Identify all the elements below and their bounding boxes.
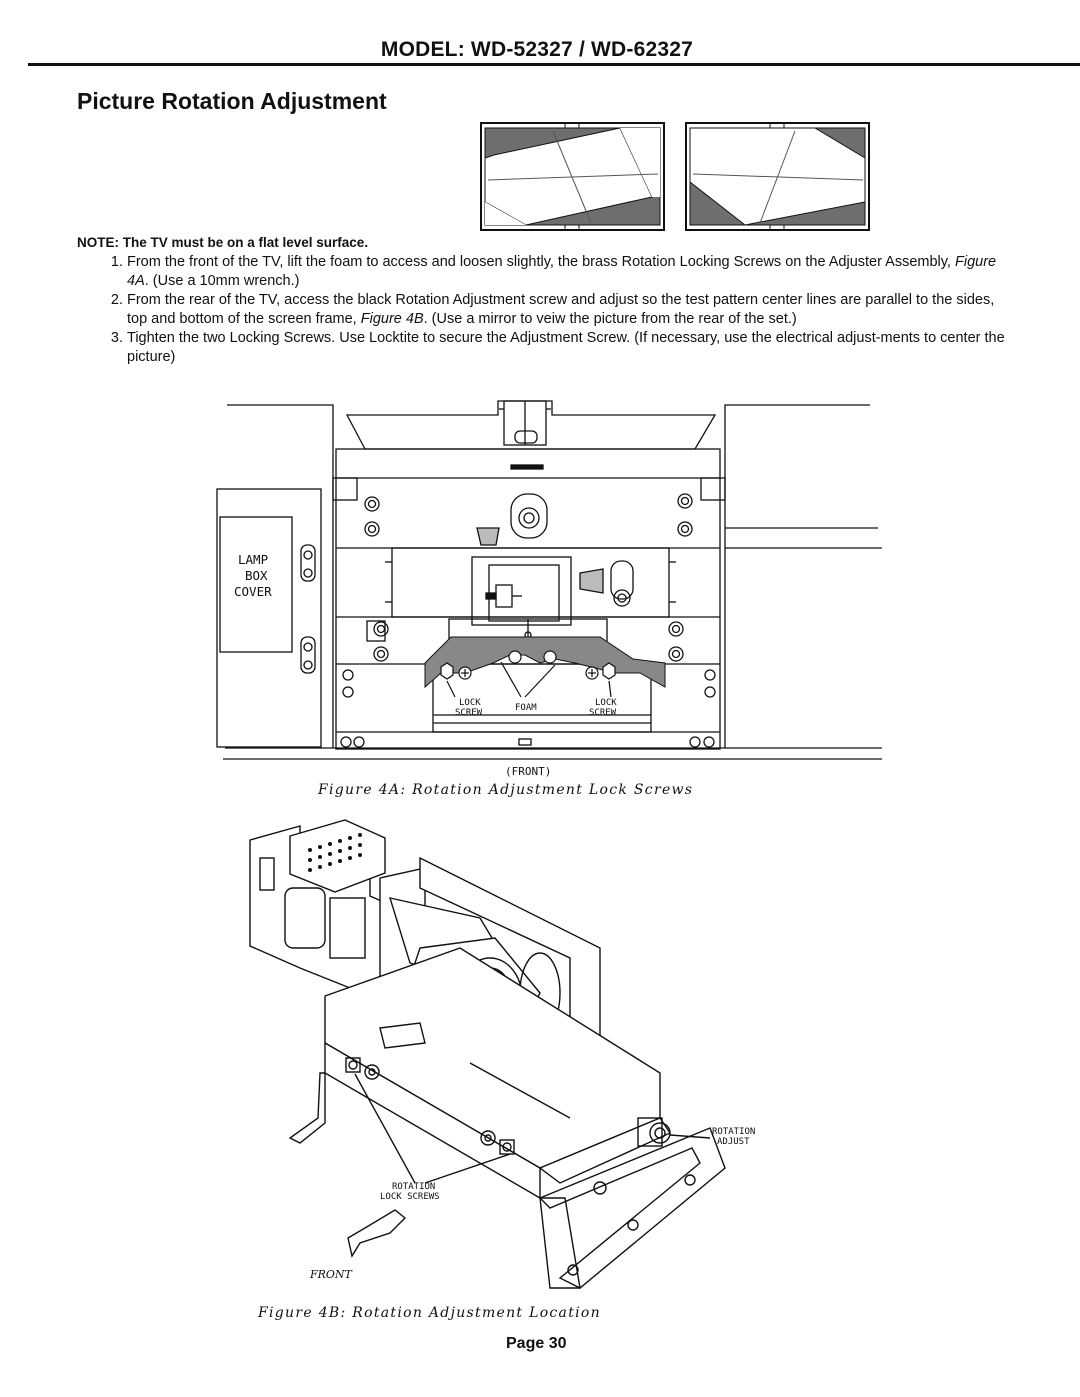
lock-screw-label-left: LOCK — [459, 698, 481, 708]
tilted-picture-left — [480, 122, 665, 231]
tilted-picture-illustration — [480, 122, 870, 231]
rotation-adjust-label-2: ADJUST — [717, 1137, 750, 1147]
front-label-4b: FRONT — [309, 1268, 354, 1281]
rotation-lock-label-1: ROTATION — [392, 1182, 435, 1192]
lock-screw-label-right-2: SCREW — [589, 708, 617, 718]
lamp-box-cover-label-2: BOX — [245, 568, 268, 583]
tilted-picture-right — [685, 122, 870, 231]
page-number: Page 30 — [506, 1335, 567, 1352]
rotation-lock-label-2: LOCK SCREWS — [380, 1192, 440, 1202]
lock-screw-label-left-2: SCREW — [455, 708, 483, 718]
foam-block — [424, 636, 666, 689]
figure-4a-diagram: LOCK SCREW FOAM LOCK SCREW LAMP BOX COVE… — [216, 400, 882, 778]
note-flat-surface: NOTE: The TV must be on a flat level sur… — [77, 235, 369, 250]
model-header: MODEL: WD-52327 / WD-62327 — [380, 38, 693, 61]
lock-screw-label-right: LOCK — [595, 698, 617, 708]
foam-label: FOAM — [515, 703, 537, 713]
instruction-steps: From the front of the TV, lift the foam … — [100, 253, 1012, 367]
step-3: Tighten the two Locking Screws. Use Lock… — [127, 329, 1012, 367]
figure-4b-diagram: ROTATION ADJUST ROTATION LOCK SCREWS FRO… — [249, 819, 755, 1289]
page-title: Picture Rotation Adjustment — [77, 88, 387, 114]
lamp-box-cover-label-3: COVER — [234, 584, 272, 599]
rotation-adjust-label-1: ROTATION — [712, 1127, 755, 1137]
lamp-box-cover-label-1: LAMP — [238, 552, 268, 567]
figure-4b-caption: Figure 4B: Rotation Adjustment Location — [258, 1305, 601, 1321]
step-2: From the rear of the TV, access the blac… — [127, 291, 1012, 329]
front-arrow-icon — [347, 1209, 407, 1258]
front-label-4a: (FRONT) — [505, 765, 551, 778]
step-1: From the front of the TV, lift the foam … — [127, 253, 1012, 291]
figure-4a-caption: Figure 4A: Rotation Adjustment Lock Scre… — [318, 782, 694, 798]
header-rule — [28, 63, 1080, 66]
